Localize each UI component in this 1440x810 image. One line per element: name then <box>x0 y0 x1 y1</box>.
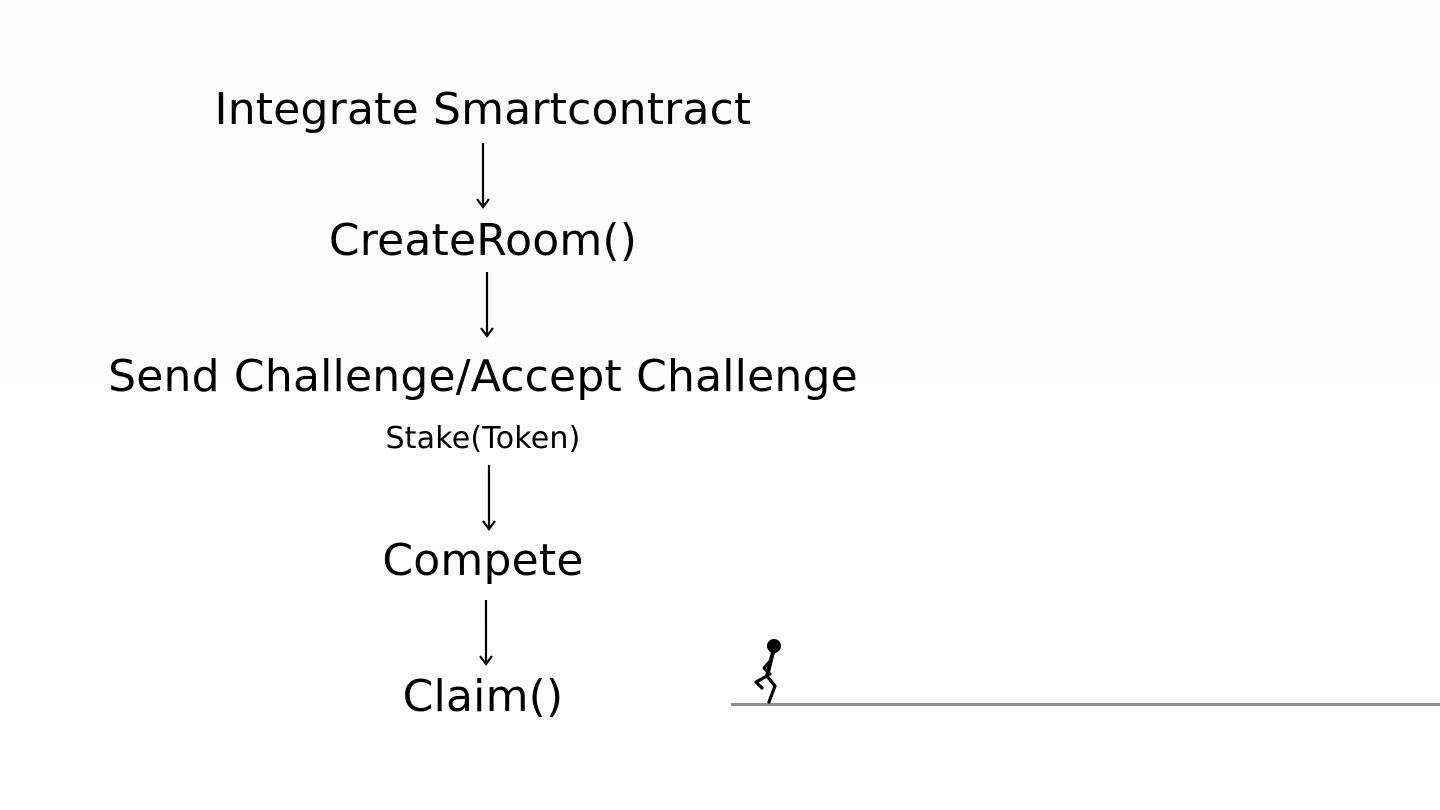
running-stick-figure-icon <box>748 634 788 706</box>
step-compete: Compete <box>382 535 584 586</box>
step-send-accept-challenge: Send Challenge/Accept Challenge <box>108 351 858 402</box>
ground-line <box>731 703 1440 706</box>
arrow-down-4 <box>476 600 496 666</box>
step-create-room: CreateRoom() <box>328 215 638 266</box>
step-stake-token: Stake(Token) <box>385 421 581 456</box>
step-integrate-smartcontract: Integrate Smartcontract <box>214 84 752 135</box>
arrow-down-1 <box>473 143 493 209</box>
step-claim: Claim() <box>402 671 564 722</box>
arrow-down-2 <box>477 272 497 338</box>
arrow-down-3 <box>479 465 499 531</box>
